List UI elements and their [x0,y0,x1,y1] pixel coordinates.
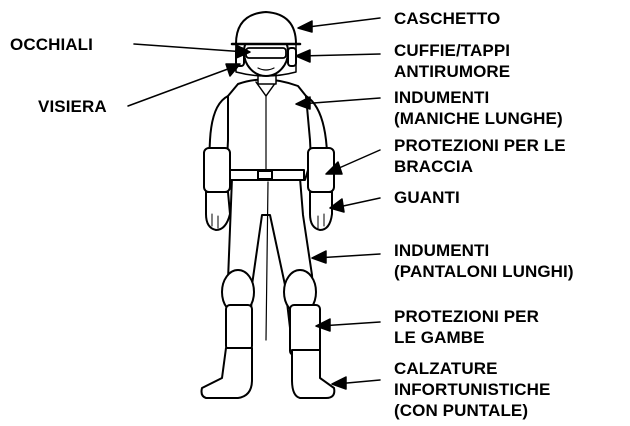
label-protezioni-gambe-line2: LE GAMBE [394,327,539,348]
right-leg-guard [226,305,252,350]
label-protezioni-braccia: PROTEZIONI PER LE BRACCIA [394,135,566,177]
label-cuffie-line2: ANTIRUMORE [394,61,510,82]
label-calzature-line1: CALZATURE [394,358,550,379]
leader-cuffie [300,54,380,56]
label-indumenti-pantaloni-line2: (PANTALONI LUNGHI) [394,261,574,282]
ear-muff-right [288,48,296,66]
label-guanti: GUANTI [394,187,460,208]
label-calzature: CALZATURE INFORTUNISTICHE (CON PUNTALE) [394,358,550,421]
label-caschetto: CASCHETTO [394,8,500,29]
label-occhiali: OCCHIALI [10,34,93,55]
label-cuffie-line1: CUFFIE/TAPPI [394,40,510,61]
label-indumenti-maniche: INDUMENTI (MANICHE LUNGHE) [394,87,563,129]
label-indumenti-pantaloni: INDUMENTI (PANTALONI LUNGHI) [394,240,574,282]
shirt [224,79,314,180]
label-indumenti-pantaloni-line1: INDUMENTI [394,240,574,261]
left-leg-guard [290,305,320,355]
label-calzature-line3: (CON PUNTALE) [394,400,550,421]
left-glove [310,192,332,230]
label-protezioni-gambe: PROTEZIONI PER LE GAMBE [394,306,539,348]
label-indumenti-maniche-line1: INDUMENTI [394,87,563,108]
label-calzature-line2: INFORTUNISTICHE [394,379,550,400]
label-protezioni-braccia-line1: PROTEZIONI PER LE [394,135,566,156]
label-protezioni-braccia-line2: BRACCIA [394,156,566,177]
left-boot [292,350,334,398]
leader-visiera [128,66,236,106]
label-visiera: VISIERA [38,96,107,117]
label-cuffie: CUFFIE/TAPPI ANTIRUMORE [394,40,510,82]
helmet [236,12,296,44]
leader-occhiali [134,44,246,52]
label-protezioni-gambe-line1: PROTEZIONI PER [394,306,539,327]
right-arm-guard [204,148,230,192]
glasses [246,48,286,58]
right-boot [202,348,253,398]
label-indumenti-maniche-line2: (MANICHE LUNGHE) [394,108,563,129]
